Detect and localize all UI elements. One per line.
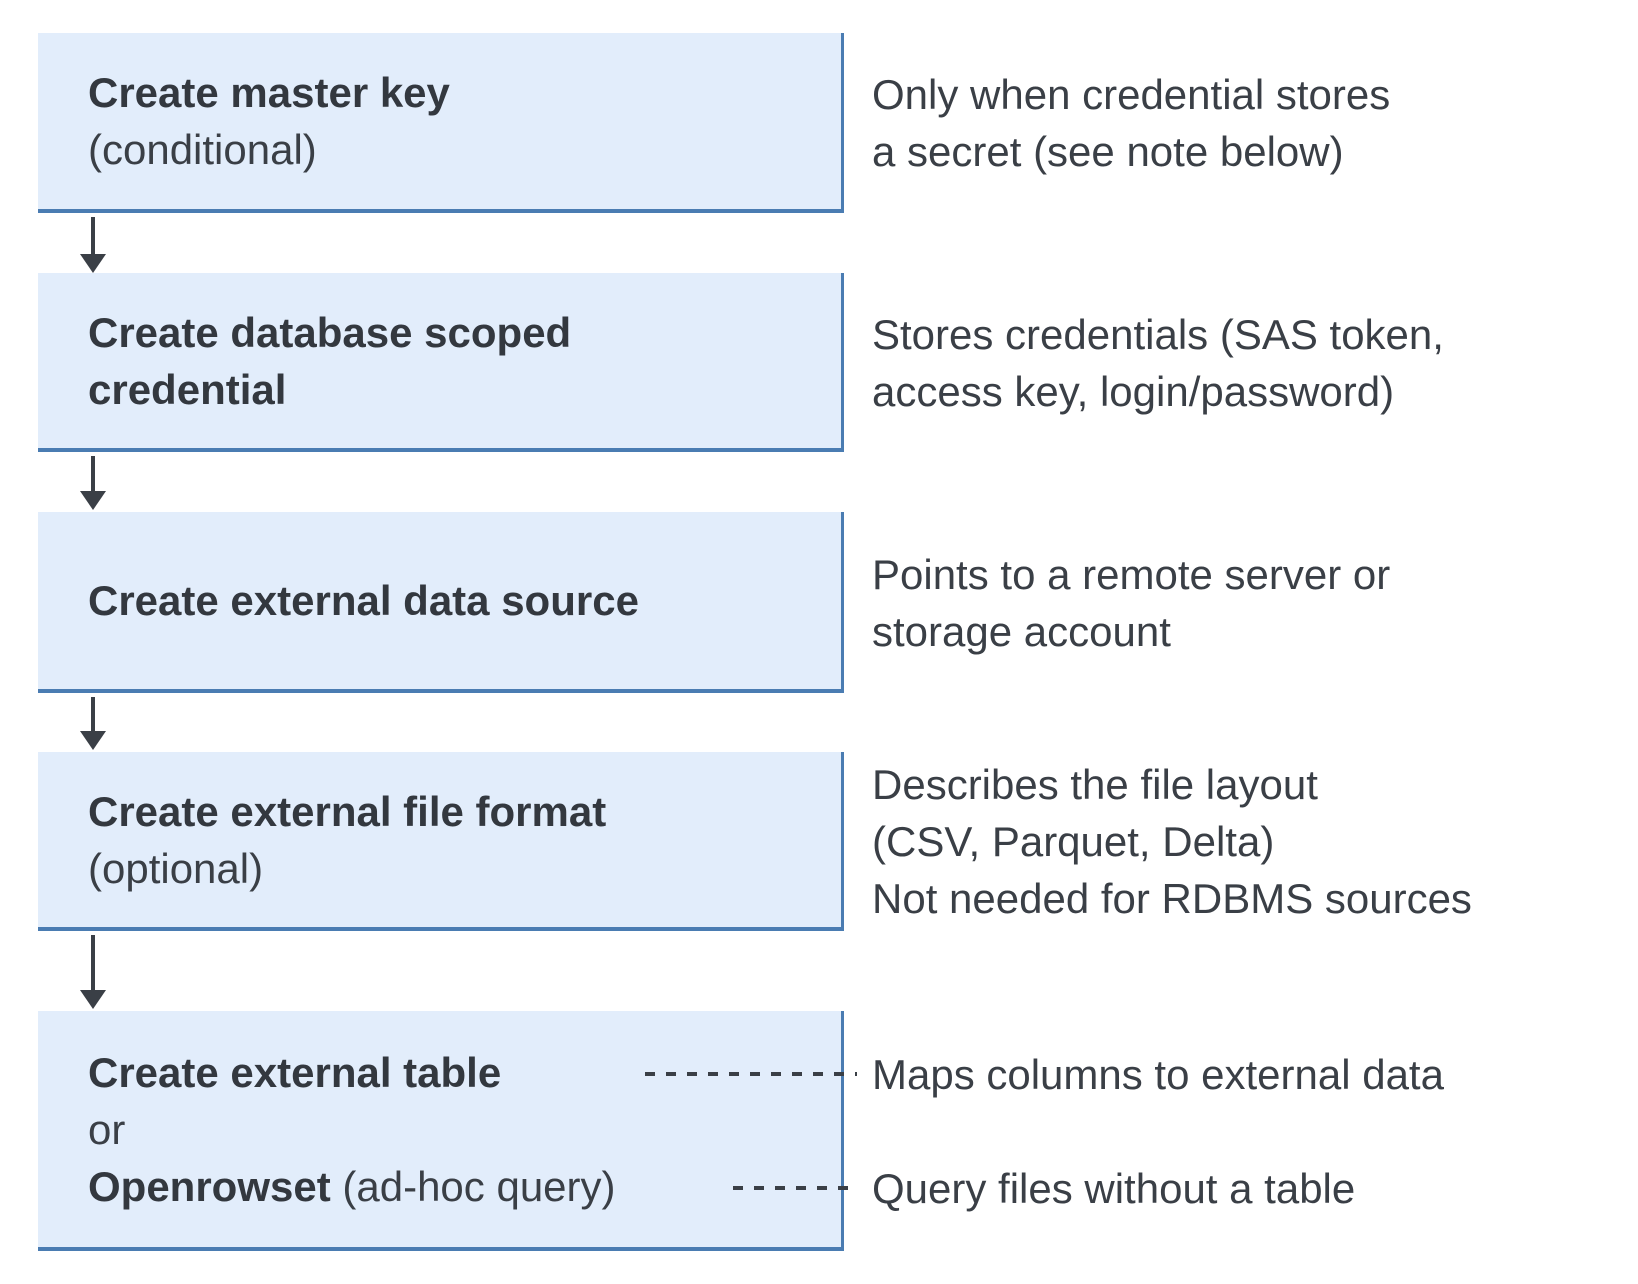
- note-line: (CSV, Parquet, Delta): [872, 818, 1275, 865]
- callout-dash-line-icon: [645, 1072, 857, 1076]
- step-title: Create external file format: [88, 787, 607, 835]
- arrow-head: [80, 990, 106, 1009]
- step-note-external-data-source: Points to a remote server or storage acc…: [872, 512, 1632, 693]
- note-line: Describes the file layout: [872, 761, 1318, 808]
- step-alt-title: Openrowset: [88, 1162, 331, 1210]
- note-line: access key, login/password): [872, 367, 1395, 415]
- step-note-master-key: Only when credential stores a secret (se…: [872, 33, 1632, 213]
- arrow-head: [80, 731, 106, 750]
- note-line: Stores credentials (SAS token,: [872, 310, 1444, 358]
- arrow-stem: [91, 935, 95, 994]
- callout-dash-line-icon: [733, 1186, 855, 1190]
- step-title: Create external table: [88, 1048, 502, 1096]
- arrow-head: [80, 491, 106, 510]
- arrow-stem: [91, 697, 95, 735]
- note-line: storage account: [872, 607, 1171, 655]
- step-title: Create database scoped: [88, 308, 572, 356]
- step-alt-qualifier: (ad-hoc query): [330, 1162, 616, 1210]
- step-alt-line: Openrowset (ad-hoc query): [88, 1158, 841, 1215]
- step-note-external-file-format: Describes the file layout (CSV, Parquet,…: [872, 752, 1632, 931]
- step-or-label: or: [88, 1105, 126, 1153]
- note-line: Points to a remote server or: [872, 550, 1391, 598]
- step-box-create-external-data-source: Create external data source: [38, 512, 844, 693]
- step-title: credential: [88, 365, 287, 413]
- arrow-head: [80, 254, 106, 273]
- note-line: a secret (see note below): [872, 128, 1344, 175]
- step-note-database-scoped-credential: Stores credentials (SAS token, access ke…: [872, 273, 1632, 452]
- step-box-create-external-file-format: Create external file format (optional): [38, 752, 844, 931]
- flow-arrow-down-icon: [80, 697, 106, 750]
- flow-arrow-down-icon: [80, 456, 106, 510]
- flow-arrow-down-icon: [80, 935, 106, 1009]
- callout-label-external-table: Maps columns to external data: [872, 1051, 1444, 1098]
- arrow-stem: [91, 217, 95, 258]
- step-title: Create master key: [88, 69, 450, 116]
- flow-arrow-down-icon: [80, 217, 106, 273]
- note-line: Only when credential stores: [872, 71, 1391, 118]
- step-title: Create external data source: [88, 577, 639, 624]
- arrow-stem: [91, 456, 95, 495]
- step-qualifier: (conditional): [88, 126, 317, 173]
- step-box-create-external-table-or-openrowset: Create external table or Openrowset (ad-…: [38, 1011, 844, 1251]
- step-qualifier: (optional): [88, 844, 264, 892]
- step-box-create-database-scoped-credential: Create database scoped credential: [38, 273, 844, 452]
- step-box-create-master-key: Create master key (conditional): [38, 33, 844, 213]
- note-line: Not needed for RDBMS sources: [872, 875, 1472, 922]
- callout-label-openrowset: Query files without a table: [872, 1165, 1356, 1212]
